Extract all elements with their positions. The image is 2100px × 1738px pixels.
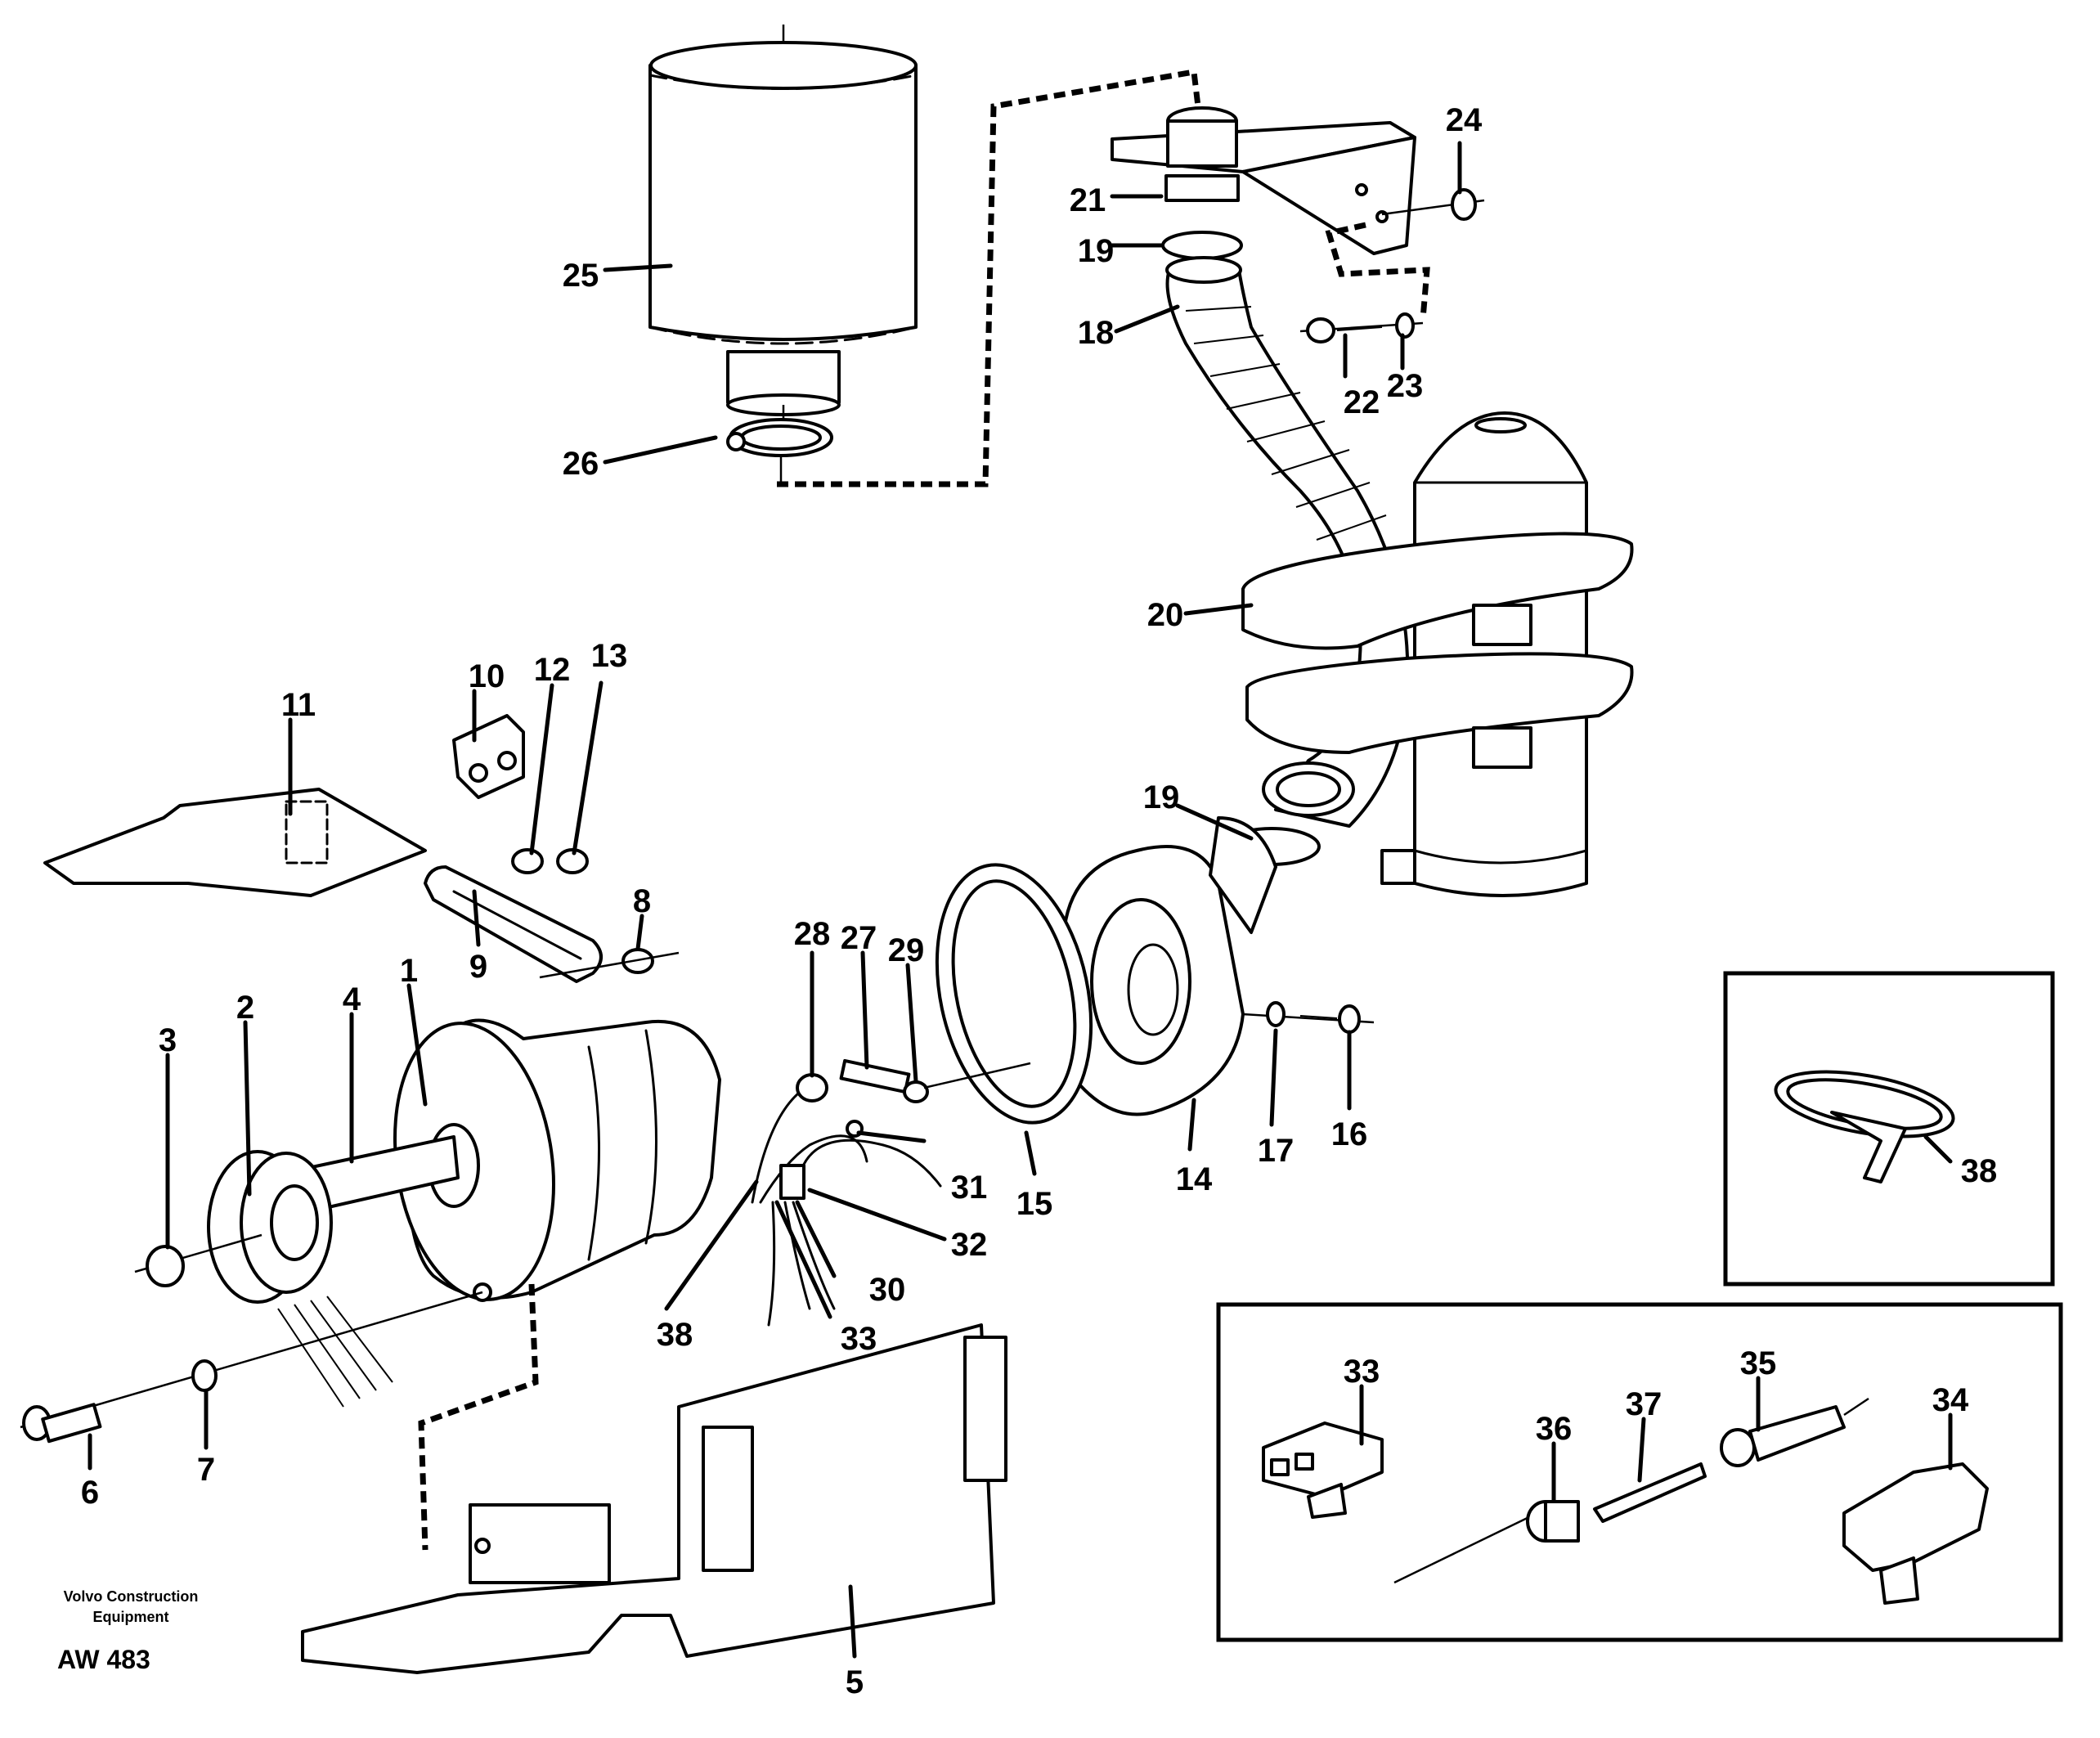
inset-cable-tie bbox=[1723, 971, 2055, 1287]
callout-26: 26 bbox=[563, 446, 599, 482]
callout-29: 29 bbox=[888, 932, 925, 968]
callout-31: 31 bbox=[951, 1170, 988, 1206]
callout-27: 27 bbox=[841, 920, 877, 956]
callout-9: 9 bbox=[469, 949, 487, 985]
bracket-plate-11 bbox=[43, 788, 427, 897]
callout-14: 14 bbox=[1176, 1161, 1213, 1197]
bracket-21 bbox=[1111, 106, 1416, 255]
callout-33: 33 bbox=[841, 1321, 877, 1357]
pre-cleaner-tank bbox=[1241, 411, 1634, 897]
mounting-plate-5 bbox=[301, 1323, 1007, 1674]
figure-code: AW 483 bbox=[57, 1645, 150, 1674]
callout-12: 12 bbox=[534, 652, 571, 688]
callout-22: 22 bbox=[1344, 384, 1380, 420]
wiring-harness bbox=[751, 1058, 1031, 1327]
bolt-16-washer-17 bbox=[1242, 1001, 1375, 1034]
hose-clamp-26 bbox=[726, 418, 833, 483]
gasket-15 bbox=[935, 863, 1093, 1125]
callout-20: 20 bbox=[1147, 597, 1184, 633]
callout-3: 3 bbox=[159, 1022, 177, 1058]
alternator-1 bbox=[393, 1018, 721, 1302]
callout-23: 23 bbox=[1387, 368, 1424, 404]
callout-15: 15 bbox=[1016, 1186, 1053, 1222]
callout-11: 11 bbox=[281, 687, 316, 723]
callout-34-inset: 34 bbox=[1932, 1382, 1969, 1418]
callout-2: 2 bbox=[236, 990, 254, 1026]
callout-30: 30 bbox=[869, 1272, 906, 1308]
callout-32: 32 bbox=[951, 1227, 988, 1263]
hose-clamp-19-top bbox=[1161, 231, 1243, 260]
inset-connector-parts bbox=[1216, 1302, 2063, 1642]
callout-19a: 19 bbox=[1078, 233, 1115, 269]
callout-38-inset: 38 bbox=[1961, 1153, 1998, 1189]
callout-13: 13 bbox=[591, 638, 628, 674]
callout-10: 10 bbox=[469, 658, 505, 694]
callout-38: 38 bbox=[657, 1317, 693, 1353]
leader-lines bbox=[88, 141, 1462, 1659]
callout-17: 17 bbox=[1258, 1133, 1295, 1169]
callout-18: 18 bbox=[1078, 315, 1115, 351]
callout-33-inset: 33 bbox=[1344, 1354, 1380, 1390]
callout-25: 25 bbox=[563, 258, 599, 294]
callout-16: 16 bbox=[1331, 1116, 1368, 1152]
strap-10 bbox=[452, 714, 525, 799]
bolt-6-washer-7 bbox=[20, 1291, 483, 1444]
callout-21: 21 bbox=[1070, 182, 1106, 218]
publisher-block: Volvo Construction Equipment AW 483 bbox=[57, 1588, 198, 1674]
flexible-air-hose bbox=[1165, 256, 1410, 828]
bolt-22-washer-23 bbox=[1299, 312, 1424, 344]
dashed-connector-filter bbox=[777, 68, 1204, 487]
publisher-line-2: Equipment bbox=[93, 1609, 169, 1625]
nut-24 bbox=[1381, 188, 1485, 221]
spacer-3 bbox=[134, 1233, 262, 1287]
callout-35-inset: 35 bbox=[1740, 1345, 1777, 1381]
callout-6: 6 bbox=[81, 1475, 99, 1511]
intake-cover-14 bbox=[1061, 816, 1277, 1116]
callout-5: 5 bbox=[846, 1664, 864, 1700]
callout-labels: 1 2 3 4 5 6 7 8 9 10 11 12 13 14 15 16 1… bbox=[81, 102, 1997, 1700]
callout-8: 8 bbox=[633, 883, 651, 919]
callout-19b: 19 bbox=[1143, 779, 1180, 815]
callout-24: 24 bbox=[1446, 102, 1483, 138]
callout-36-inset: 36 bbox=[1536, 1411, 1573, 1447]
dashed-connector-bracket bbox=[1325, 222, 1430, 320]
air-filter-canister bbox=[648, 25, 918, 438]
callout-1: 1 bbox=[400, 953, 418, 989]
callout-37-inset: 37 bbox=[1626, 1386, 1662, 1422]
callout-7: 7 bbox=[197, 1452, 215, 1488]
callout-4: 4 bbox=[343, 981, 361, 1017]
publisher-line-1: Volvo Construction bbox=[64, 1588, 199, 1605]
callout-28: 28 bbox=[794, 916, 831, 952]
pulley-2 bbox=[207, 1150, 393, 1408]
